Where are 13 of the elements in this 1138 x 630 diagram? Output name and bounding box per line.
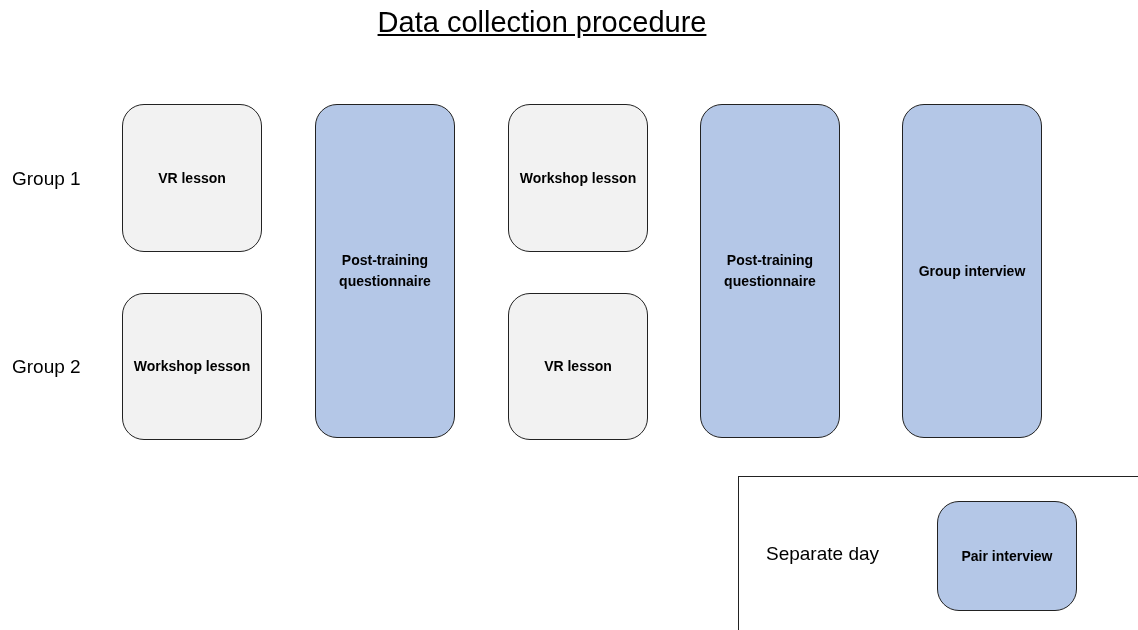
lesson-box: Workshop lesson: [508, 104, 648, 252]
row-label: Group 2: [12, 356, 81, 378]
interview-box: Group interview: [902, 104, 1042, 438]
section-panel: [738, 476, 1138, 630]
interview-box: Pair interview: [937, 501, 1077, 611]
questionnaire-box: Post-training questionnaire: [700, 104, 840, 438]
lesson-box: VR lesson: [122, 104, 262, 252]
row-label: Group 1: [12, 168, 81, 190]
lesson-box: Workshop lesson: [122, 293, 262, 440]
questionnaire-box: Post-training questionnaire: [315, 104, 455, 438]
lesson-box: VR lesson: [508, 293, 648, 440]
section-label: Separate day: [766, 543, 880, 565]
diagram-title: Data collection procedure: [377, 6, 707, 38]
